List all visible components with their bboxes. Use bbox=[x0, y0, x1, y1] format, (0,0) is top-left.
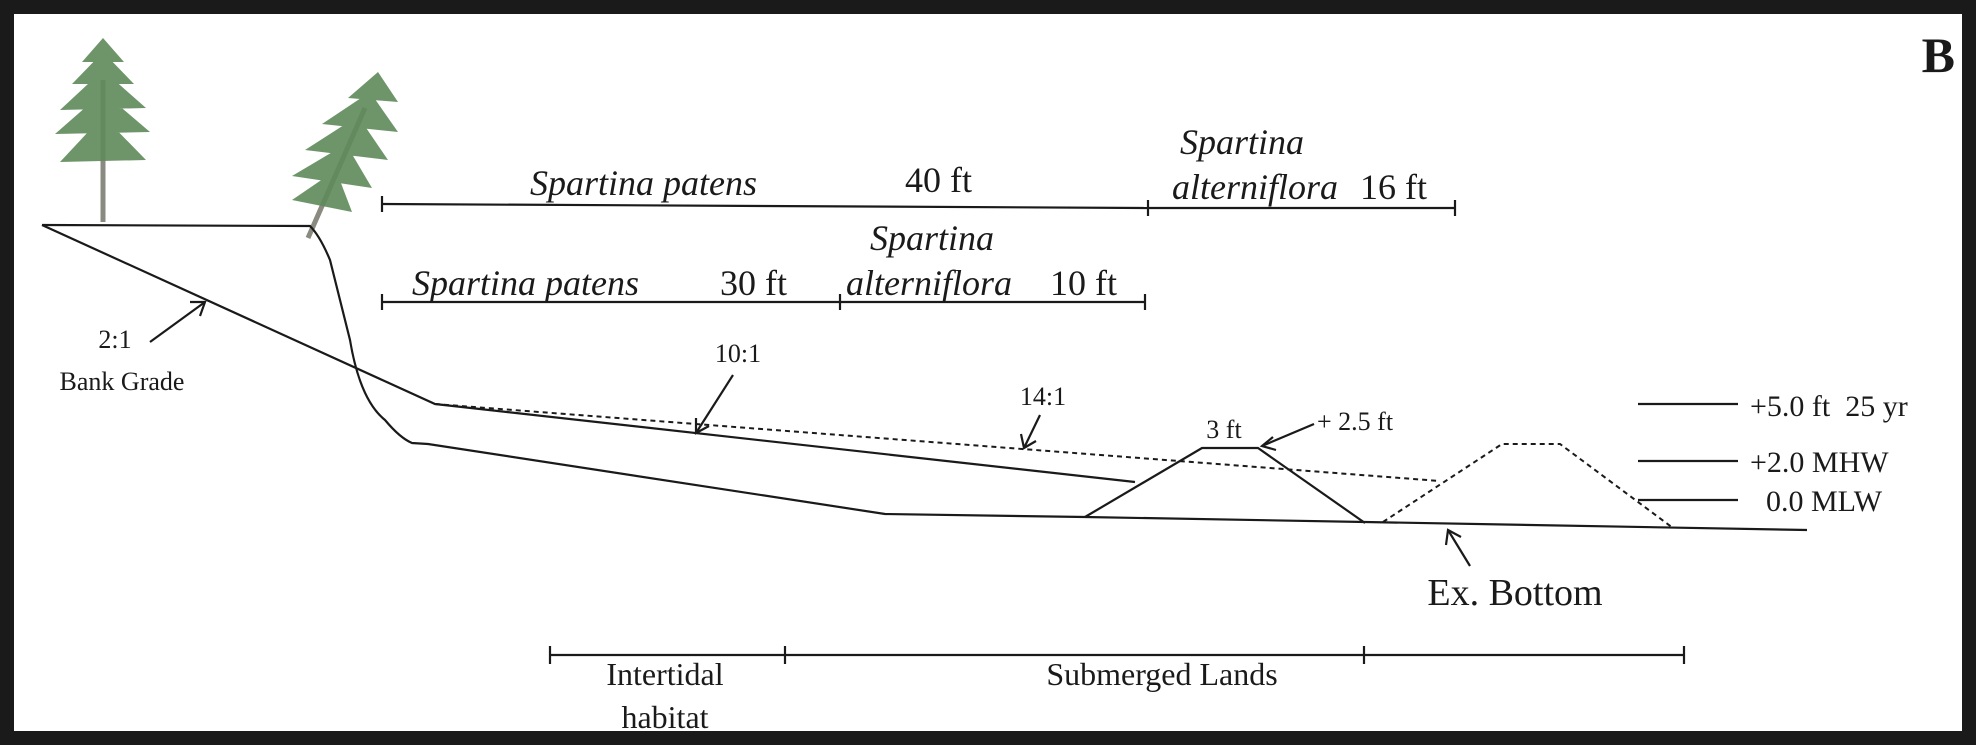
plan-30-dimension bbox=[380, 294, 1147, 310]
tree-left-icon bbox=[55, 38, 150, 222]
zone-dimension-line bbox=[548, 646, 1686, 664]
zone-submerged-label: Submerged Lands bbox=[1046, 656, 1277, 692]
rock-sill bbox=[1084, 446, 1366, 524]
plan-40-patens-length: 40 ft bbox=[905, 160, 972, 200]
sill-width-label: 3 ft bbox=[1206, 415, 1242, 444]
plan-40-alterniflora-length: 16 ft bbox=[1360, 167, 1427, 207]
sill-elevation-label: + 2.5 ft bbox=[1317, 407, 1394, 436]
tree-leaning-icon bbox=[292, 72, 398, 240]
water-level-25yr: +5.0 ft 25 yr bbox=[1750, 390, 1908, 423]
zone-intertidal-line2: habitat bbox=[621, 699, 708, 735]
water-level-mhw: +2.0 MHW bbox=[1750, 446, 1889, 479]
slope-10-1-arrow-icon bbox=[694, 374, 734, 435]
plan-30-alterniflora-length: 10 ft bbox=[1050, 263, 1117, 303]
bank-profile bbox=[41, 223, 1808, 532]
water-level-lines bbox=[1638, 402, 1738, 502]
bank-grade-arrow-icon bbox=[149, 300, 207, 343]
slope-14-1-arrow-icon bbox=[1019, 414, 1041, 450]
existing-bottom-label: Ex. Bottom bbox=[1427, 572, 1602, 614]
plan-30-patens-label: Spartina patens bbox=[412, 263, 639, 303]
plan-30-patens-length: 30 ft bbox=[720, 263, 787, 303]
slope-10-1-label: 10:1 bbox=[715, 339, 761, 368]
plan-40-alterniflora-epithet: alterniflora bbox=[1172, 167, 1338, 207]
panel-label: B bbox=[1922, 27, 1955, 83]
water-level-mlw: 0.0 MLW bbox=[1766, 485, 1883, 518]
plan-40-dimension bbox=[380, 196, 1457, 216]
existing-bottom-arrow-icon bbox=[1444, 528, 1471, 567]
plan-40-alterniflora-genus: Spartina bbox=[1180, 122, 1304, 162]
zone-intertidal-line1: Intertidal bbox=[606, 656, 723, 692]
sill-elevation-arrow-icon bbox=[1259, 422, 1315, 452]
bank-grade-ratio: 2:1 bbox=[98, 325, 131, 354]
plan-30-alterniflora-epithet: alterniflora bbox=[846, 263, 1012, 303]
plan-40-patens-label: Spartina patens bbox=[530, 163, 757, 203]
plan-30-alterniflora-genus: Spartina bbox=[870, 218, 994, 258]
slope-14-1-label: 14:1 bbox=[1020, 382, 1066, 411]
future-sill bbox=[1382, 443, 1674, 529]
bank-grade-label: Bank Grade bbox=[60, 367, 185, 396]
